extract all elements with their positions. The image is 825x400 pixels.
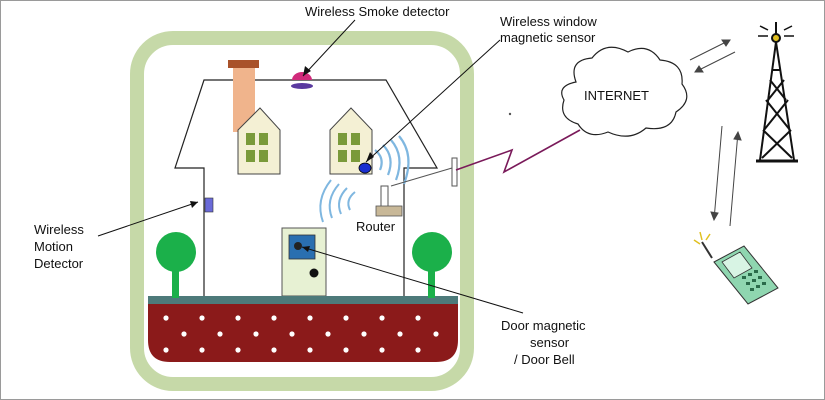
chimney [233, 66, 255, 132]
motion-pointer-line [97, 201, 199, 237]
soil-dot [397, 331, 403, 337]
door-sensor-icon [294, 242, 302, 250]
door [281, 227, 327, 297]
property-border [130, 31, 474, 391]
pointer-lines [97, 19, 524, 314]
soil-dot [181, 331, 187, 337]
window-pointer-line [365, 39, 501, 163]
soil-dot [361, 331, 367, 337]
mobile-phone-icon [693, 231, 779, 305]
window-sensor-waves [374, 135, 410, 185]
soil-dot [235, 347, 241, 353]
internet-link-lightning [455, 129, 581, 174]
router-to-wall-line [390, 167, 453, 187]
motion-label-line1: Wireless [34, 222, 84, 237]
door-pointer-line [301, 246, 524, 314]
router-icon [375, 185, 403, 217]
door-label-line1: Door magnetic [501, 318, 586, 333]
motion-detector-icon [204, 197, 214, 213]
soil-dot [271, 347, 277, 353]
soil-dot [253, 331, 259, 337]
soil-dot [235, 315, 241, 321]
window-sensor-icon [358, 162, 372, 174]
chimney-cap [228, 60, 259, 68]
door-label-line3: / Door Bell [514, 352, 575, 367]
smoke-pointer-line [302, 19, 356, 77]
cloud-icon [561, 46, 688, 137]
soil-dots [163, 315, 439, 353]
soil-dot [217, 331, 223, 337]
soil-dot [163, 315, 169, 321]
wall-connector [451, 157, 458, 187]
soil-dot [199, 315, 205, 321]
router-label: Router [356, 219, 396, 234]
ground-strip [148, 296, 458, 304]
pointer-arrowheads [190, 66, 374, 252]
right-window [329, 107, 373, 175]
soil-dot [271, 315, 277, 321]
soil-dot [343, 347, 349, 353]
soil-dot [379, 315, 385, 321]
smoke-detector-icon [291, 72, 313, 89]
soil-dot [433, 331, 439, 337]
soil-dot [415, 315, 421, 321]
tree-icon [156, 232, 196, 298]
cell-tower-icon [756, 22, 798, 163]
motion-label-line3: Detector [34, 256, 84, 271]
router-waves [319, 179, 356, 223]
soil-dot [307, 347, 313, 353]
motion-label-line2: Motion [34, 239, 74, 254]
window-sensor-label-line2: magnetic sensor [500, 30, 596, 45]
soil-dot [343, 315, 349, 321]
smoke-detector-label: Wireless Smoke detector [305, 4, 450, 19]
internet-label: INTERNET [584, 88, 649, 103]
soil-dot [199, 347, 205, 353]
door-label-line2: sensor [530, 335, 570, 350]
soil-dot [415, 347, 421, 353]
tower-phone-arrows [710, 125, 742, 227]
soil-dot [307, 315, 313, 321]
soil-dot [289, 331, 295, 337]
soil-dot [379, 347, 385, 353]
left-window [237, 107, 281, 175]
ground-soil [148, 304, 458, 362]
cloud-tower-arrows [689, 39, 736, 73]
window-sensor-label-line1: Wireless window [500, 14, 597, 29]
stray-dot [508, 112, 512, 116]
soil-dot [163, 347, 169, 353]
soil-dot [325, 331, 331, 337]
tree-icon [412, 232, 452, 298]
